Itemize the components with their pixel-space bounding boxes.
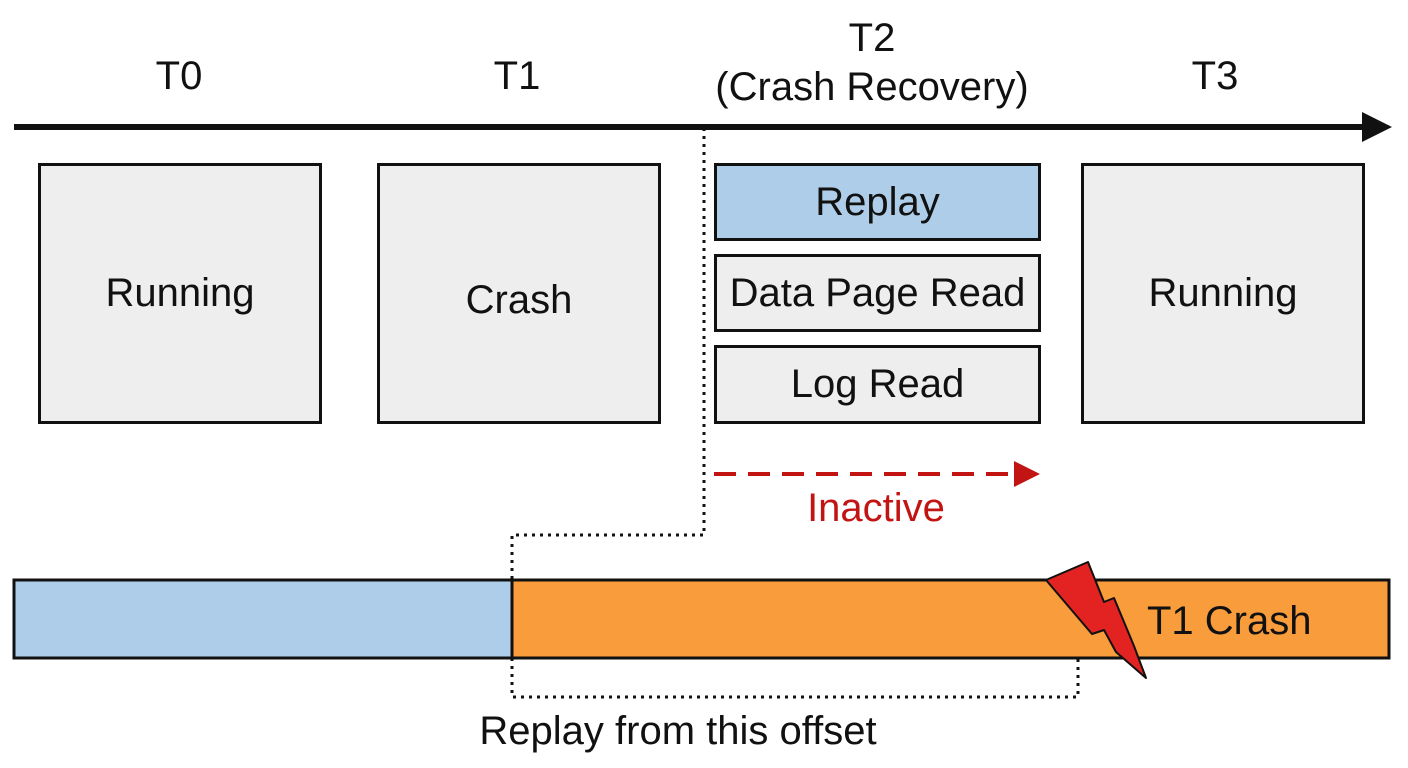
state-label-t3: Running xyxy=(1148,271,1298,315)
inactive-label: Inactive xyxy=(807,486,945,530)
state-box-t3: Running xyxy=(1081,163,1365,424)
log-crash-lightning-icon xyxy=(1045,561,1147,679)
phase-label-t0: T0 xyxy=(155,54,203,98)
phase-label-t2-subtitle: (Crash Recovery) xyxy=(715,65,1029,109)
recovery-step-replay: Replay xyxy=(714,163,1041,241)
state-label-t1: Crash xyxy=(465,278,573,322)
replay-range-bracket xyxy=(510,658,1080,699)
phase-label-t3: T3 xyxy=(1191,54,1239,98)
replay-offset-caption: Replay from this offset xyxy=(479,709,877,753)
recovery-step-data-page-read: Data Page Read xyxy=(714,254,1041,332)
state-box-t1: Crash xyxy=(377,163,661,424)
inactive-arrowhead xyxy=(1014,461,1040,487)
recovery-step-data-page-read-label: Data Page Read xyxy=(729,270,1026,315)
phase-label-t2: T2 (Crash Recovery) xyxy=(715,14,1028,112)
log-bar-pending-segment xyxy=(510,578,1391,660)
log-crash-label: T1 Crash xyxy=(1147,599,1312,643)
recovery-step-log-read: Log Read xyxy=(714,345,1041,424)
phase-label-t2-title: T2 xyxy=(848,16,896,61)
log-bar-replayed-segment xyxy=(12,578,514,660)
timeline-arrowhead xyxy=(1362,112,1392,142)
recovery-step-replay-label: Replay xyxy=(815,179,940,224)
state-label-t0: Running xyxy=(105,271,255,315)
recovery-step-log-read-label: Log Read xyxy=(790,362,965,406)
state-box-t0: Running xyxy=(38,163,322,424)
phase-label-t1: T1 xyxy=(493,54,541,98)
